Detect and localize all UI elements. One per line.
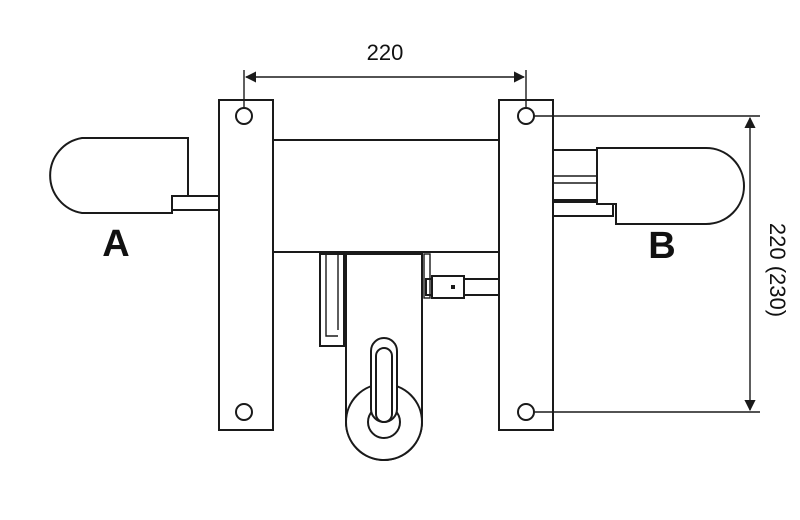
bolt bbox=[423, 253, 501, 299]
right-mounting-plate bbox=[498, 99, 554, 431]
left-mounting-plate bbox=[218, 99, 274, 431]
hanger-bracket bbox=[319, 253, 345, 347]
dimension-top-label: 220 bbox=[367, 40, 404, 65]
label-a: A bbox=[102, 223, 129, 265]
lock-body bbox=[269, 139, 503, 253]
label-b: B bbox=[648, 225, 675, 267]
key-cylinder-housing bbox=[345, 253, 423, 461]
dimension-right: 220 (230) bbox=[534, 115, 790, 413]
left-handle bbox=[49, 137, 225, 214]
right-handle bbox=[552, 147, 745, 225]
dimension-top: 220 bbox=[243, 40, 527, 108]
dimension-right-label: 220 (230) bbox=[765, 223, 790, 317]
